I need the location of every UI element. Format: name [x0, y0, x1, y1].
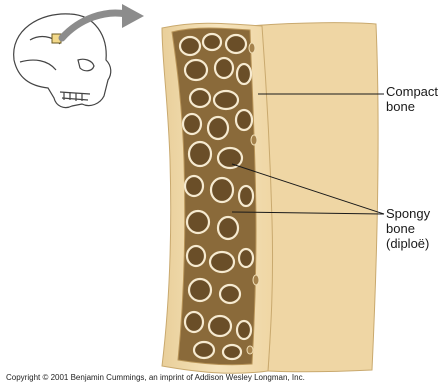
spongy-bone-label: Spongy bone (diploë) [386, 206, 430, 251]
compact-label-line-2: bone [386, 99, 438, 114]
spongy-label-line-3: (diploë) [386, 236, 430, 251]
spongy-label-line-1: Spongy [386, 206, 430, 221]
skull-icon [14, 14, 111, 108]
copyright-notice: Copyright © 2001 Benjamin Cummings, an i… [6, 373, 305, 382]
spongy-label-line-2: bone [386, 221, 430, 236]
compact-bone-label: Compact bone [386, 84, 438, 114]
compact-label-line-1: Compact [386, 84, 438, 99]
